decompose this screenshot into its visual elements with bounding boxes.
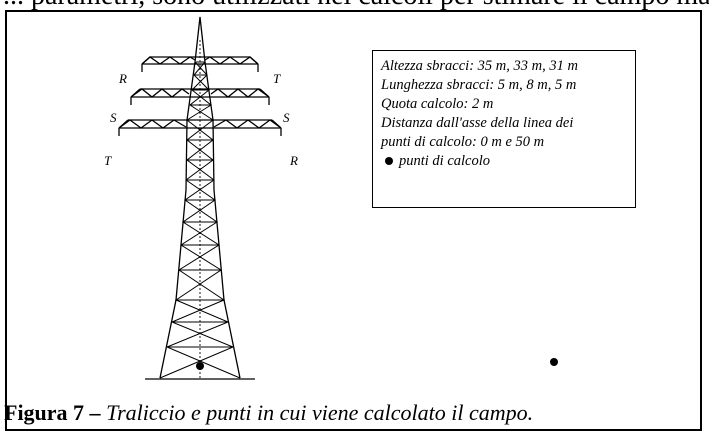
phase-label-left-bottom: T (104, 153, 112, 168)
legend-line-lengths: Lunghezza sbracci: 5 m, 8 m, 5 m (381, 77, 577, 93)
phase-label-right-bottom: R (290, 153, 298, 168)
calc-point-0m (196, 362, 204, 370)
legend-marker-row: punti di calcolo (381, 152, 627, 171)
figure-caption: Figura 7 – Traliccio e punti in cui vien… (4, 400, 533, 426)
phase-label-left-top: R (119, 71, 127, 86)
calc-point-50m (550, 358, 558, 366)
legend-line-distance-1: Distanza dall'asse della linea dei (381, 115, 574, 131)
caption-text: Traliccio e punti in cui viene calcolato… (106, 400, 534, 425)
legend-line-distance-2: punti di calcolo: 0 m e 50 m (381, 134, 545, 150)
figure-frame (5, 10, 702, 431)
phase-label-right-middle: S (283, 110, 290, 125)
phase-label-left-middle: S (110, 110, 117, 125)
caption-number: Figura 7 – (4, 400, 101, 425)
legend-line-heights: Altezza sbracci: 35 m, 33 m, 31 m (381, 58, 578, 74)
legend-box: Altezza sbracci: 35 m, 33 m, 31 m Lunghe… (372, 50, 636, 208)
top-partial-text-content: ... parametri, sono utilizzati nei calco… (3, 0, 709, 12)
tower-spire (194, 16, 206, 63)
calc-point-marker-icon (385, 157, 393, 166)
legend-line-calc-height: Quota calcolo: 2 m (381, 96, 494, 112)
legend-marker-label: punti di calcolo (399, 153, 491, 169)
tower-lattice-lower (159, 179, 241, 379)
tower-left-leg (159, 61, 196, 379)
tower-right-leg (204, 61, 241, 379)
phase-label-right-top: T (273, 71, 281, 86)
top-partial-text: ... parametri, sono utilizzati nei calco… (0, 0, 709, 14)
